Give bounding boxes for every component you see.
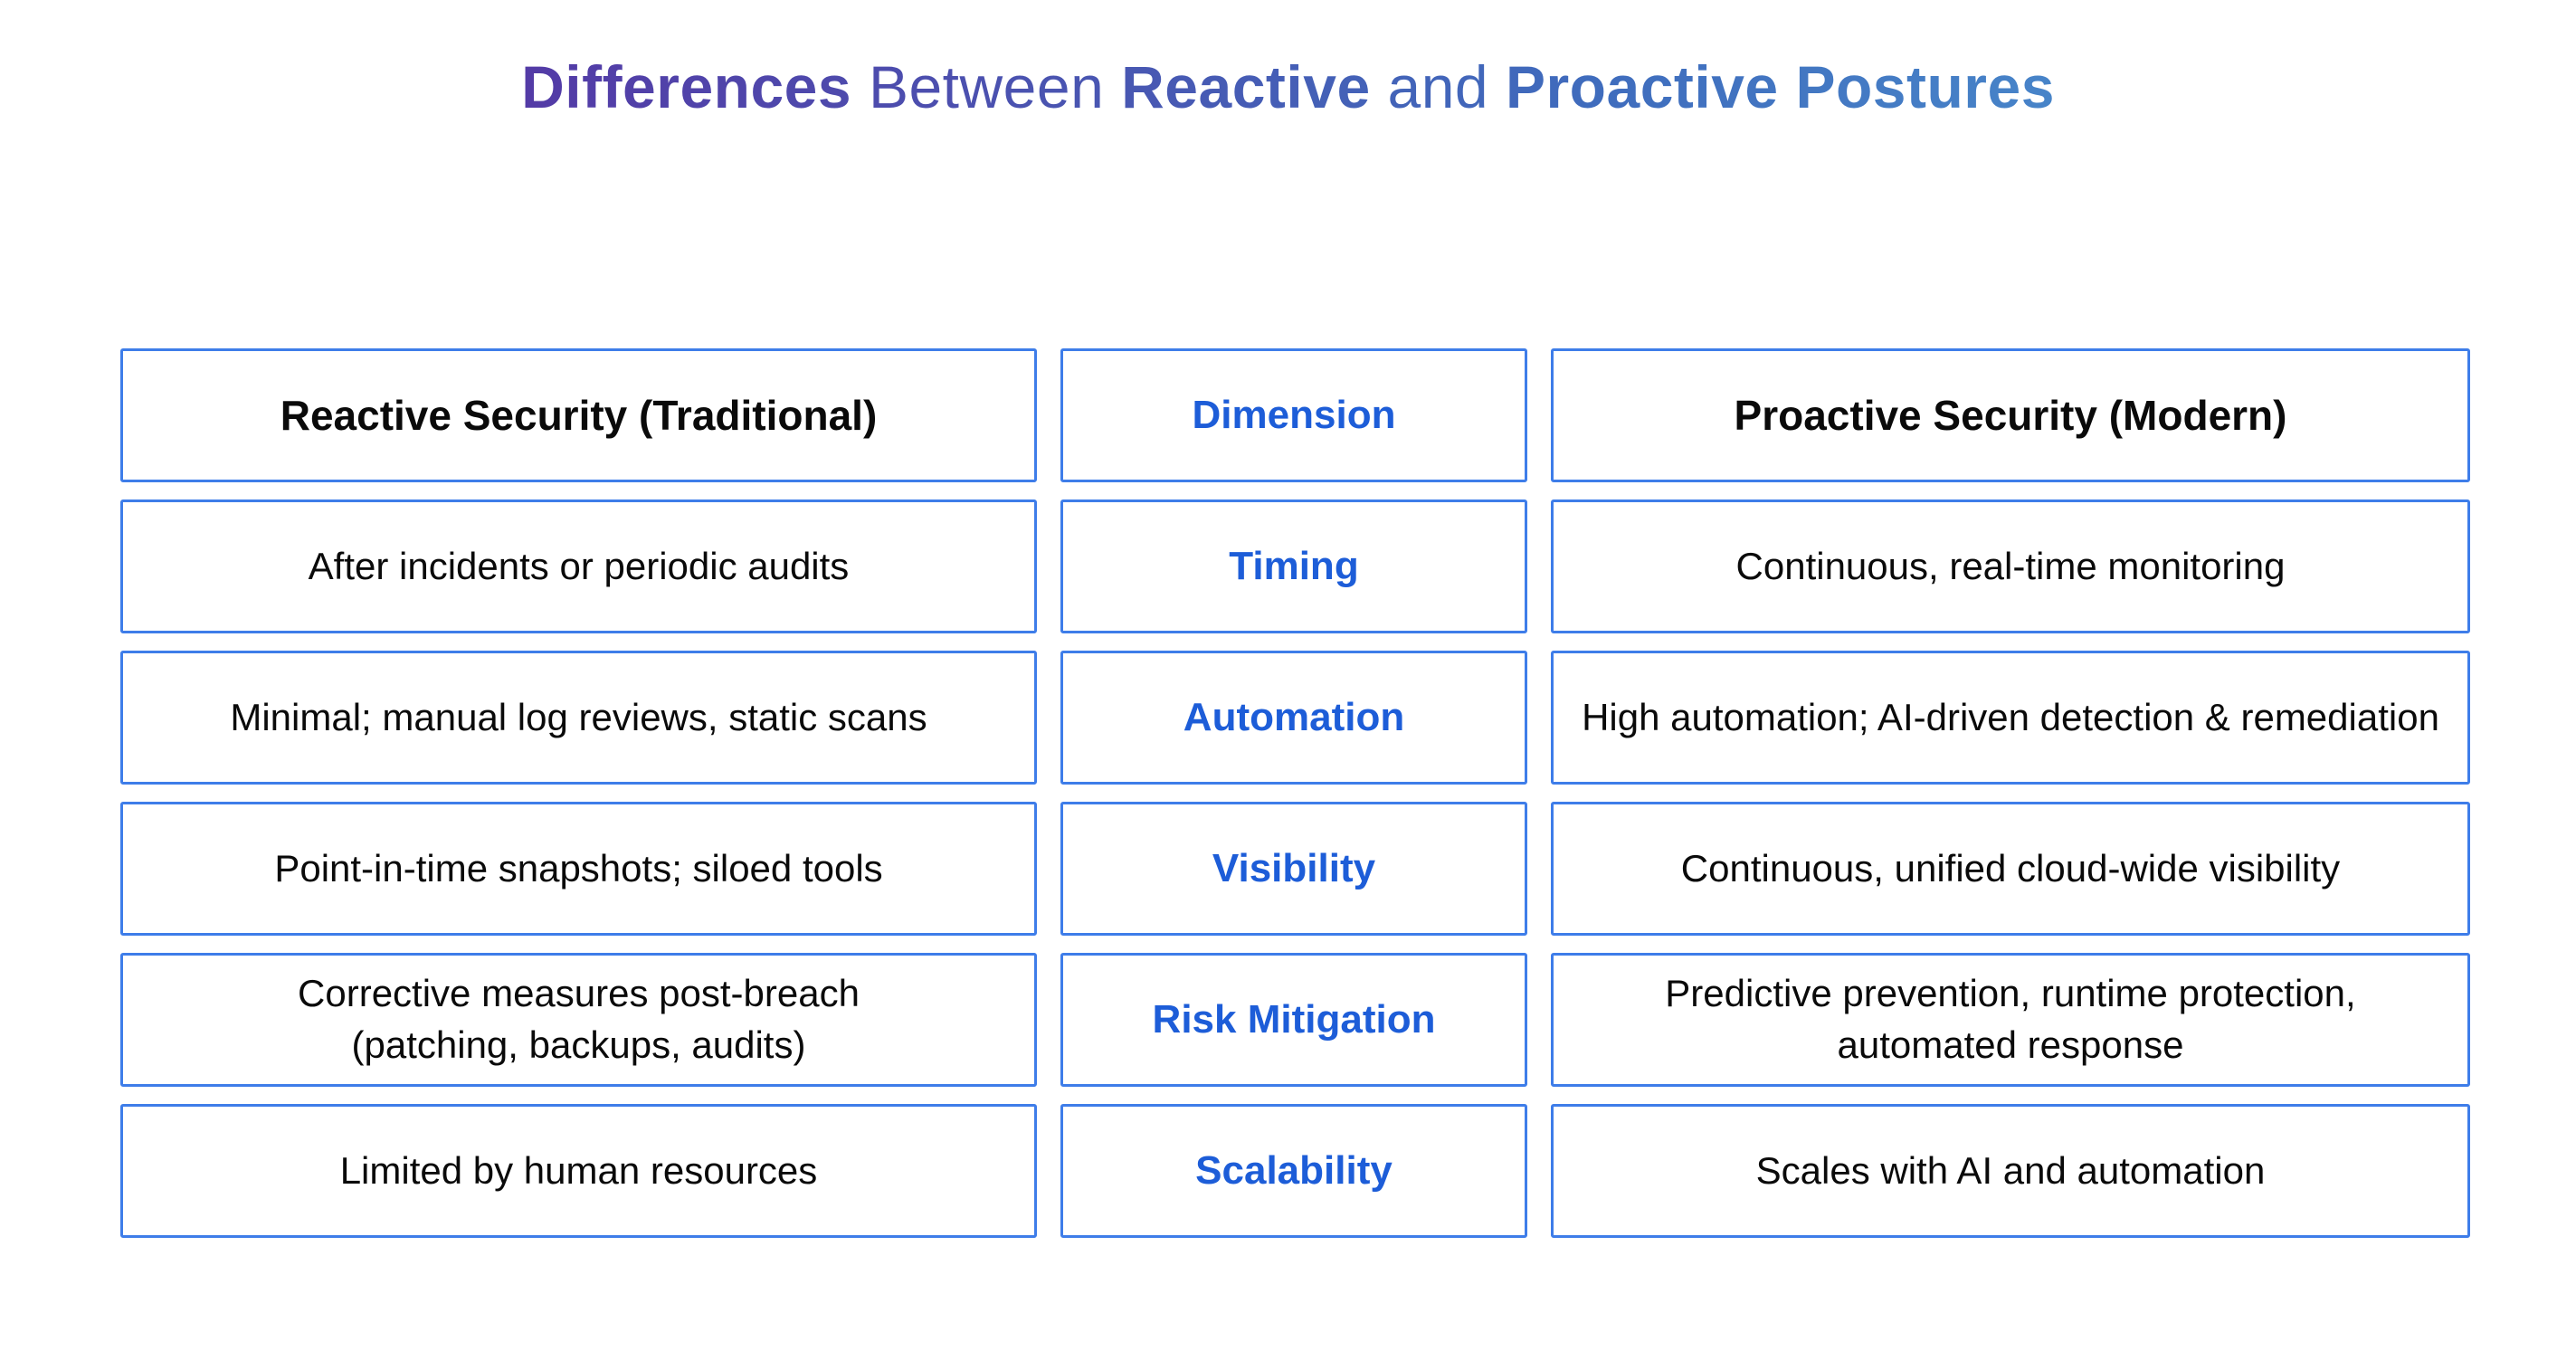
- header-proactive-security: Proactive Security (Modern): [1551, 348, 2470, 482]
- header-reactive-security: Reactive Security (Traditional): [120, 348, 1037, 482]
- title-word-differences: Differences: [521, 53, 852, 120]
- title-word-between: Between: [868, 53, 1105, 120]
- cell-dimension-automation: Automation: [1060, 651, 1527, 785]
- header-dimension: Dimension: [1060, 348, 1527, 482]
- cell-reactive-visibility: Point-in-time snapshots; siloed tools: [120, 802, 1037, 936]
- cell-reactive-risk-mitigation: Corrective measures post-breach (patchin…: [120, 953, 1037, 1087]
- header-reactive-security-label: Reactive Security (Traditional): [280, 391, 878, 439]
- cell-reactive-timing: After incidents or periodic audits: [120, 499, 1037, 633]
- cell-dimension-timing-label: Timing: [1229, 544, 1359, 589]
- cell-dimension-risk-mitigation: Risk Mitigation: [1060, 953, 1527, 1087]
- cell-proactive-automation-text: High automation; AI-driven detection & r…: [1582, 695, 2439, 738]
- cell-proactive-automation: High automation; AI-driven detection & r…: [1551, 651, 2470, 785]
- cell-proactive-visibility: Continuous, unified cloud-wide visibilit…: [1551, 802, 2470, 936]
- cell-reactive-automation: Minimal; manual log reviews, static scan…: [120, 651, 1037, 785]
- cell-proactive-scalability: Scales with AI and automation: [1551, 1104, 2470, 1238]
- title-word-and: and: [1387, 53, 1489, 120]
- header-proactive-security-label: Proactive Security (Modern): [1734, 391, 2287, 439]
- cell-proactive-scalability-text: Scales with AI and automation: [1755, 1148, 2266, 1192]
- cell-dimension-scalability: Scalability: [1060, 1104, 1527, 1238]
- title-word-reactive: Reactive: [1121, 53, 1371, 120]
- title-word-proactive-postures: Proactive Postures: [1505, 53, 2055, 120]
- cell-dimension-visibility-label: Visibility: [1212, 846, 1376, 891]
- cell-reactive-timing-text: After incidents or periodic audits: [308, 544, 850, 587]
- cell-dimension-timing: Timing: [1060, 499, 1527, 633]
- cell-reactive-scalability: Limited by human resources: [120, 1104, 1037, 1238]
- cell-dimension-visibility: Visibility: [1060, 802, 1527, 936]
- cell-proactive-timing-text: Continuous, real-time monitoring: [1735, 544, 2286, 587]
- header-dimension-label: Dimension: [1192, 393, 1396, 438]
- cell-reactive-visibility-text: Point-in-time snapshots; siloed tools: [274, 846, 883, 890]
- cell-proactive-risk-mitigation-text: Predictive prevention, runtime protectio…: [1665, 972, 2356, 1066]
- cell-reactive-scalability-text: Limited by human resources: [339, 1148, 818, 1192]
- cell-dimension-risk-mitigation-label: Risk Mitigation: [1152, 997, 1436, 1042]
- cell-dimension-scalability-label: Scalability: [1195, 1148, 1393, 1194]
- comparison-table: Reactive Security (Traditional) Dimensio…: [120, 348, 2470, 1238]
- cell-reactive-risk-mitigation-text: Corrective measures post-breach (patchin…: [298, 972, 860, 1066]
- page-title: Differences Between Reactive and Proacti…: [0, 52, 2576, 121]
- cell-proactive-risk-mitigation: Predictive prevention, runtime protectio…: [1551, 953, 2470, 1087]
- cell-reactive-automation-text: Minimal; manual log reviews, static scan…: [230, 695, 927, 738]
- cell-dimension-automation-label: Automation: [1183, 695, 1405, 740]
- cell-proactive-timing: Continuous, real-time monitoring: [1551, 499, 2470, 633]
- cell-proactive-visibility-text: Continuous, unified cloud-wide visibilit…: [1680, 846, 2341, 890]
